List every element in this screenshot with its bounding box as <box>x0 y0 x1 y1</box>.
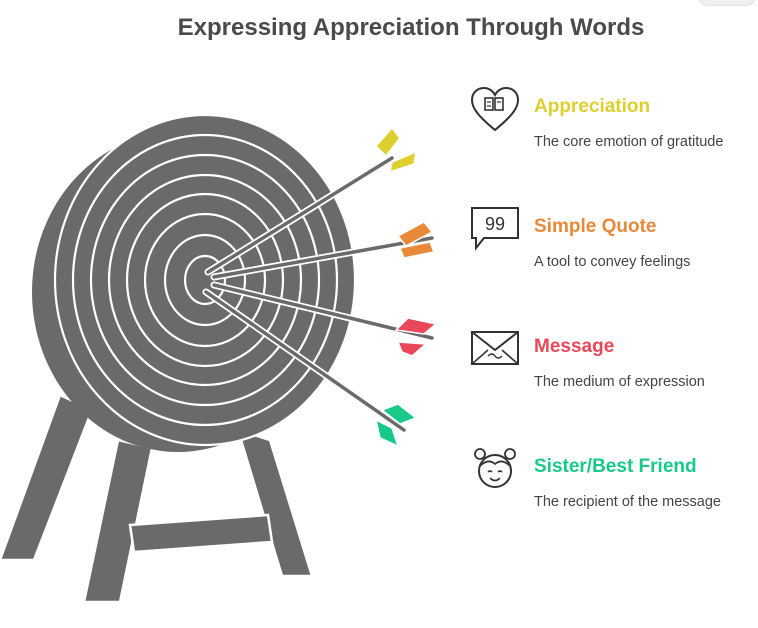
item-label: Appreciation <box>534 96 651 117</box>
ring-3 <box>107 173 303 387</box>
arrow-message <box>210 281 438 357</box>
diagram-title: Expressing Appreciation Through Words <box>177 14 645 41</box>
item-label: Message <box>534 336 615 357</box>
girl-face-icon <box>474 448 516 488</box>
stand-crossbar <box>128 513 274 554</box>
item-message: Message The medium of expression <box>468 326 758 406</box>
item-simple-quote: 99 Simple Quote A tool to convey feeling… <box>468 206 758 286</box>
heart-book-icon <box>470 86 520 132</box>
arrow-sister-best-friend <box>202 288 418 448</box>
item-label: Sister/Best Friend <box>534 456 697 477</box>
arrow-appreciation <box>204 126 417 276</box>
target-stand <box>0 393 314 604</box>
item-description: The medium of expression <box>534 374 705 390</box>
envelope-icon <box>471 331 519 365</box>
item-appreciation: Appreciation The core emotion of gratitu… <box>468 86 758 166</box>
stand-front-leg <box>82 438 154 604</box>
ring-2 <box>89 153 321 407</box>
item-label: Simple Quote <box>534 216 657 237</box>
target-board <box>32 113 357 452</box>
ring-5 <box>143 212 267 348</box>
ring-4 <box>125 192 285 368</box>
quote-bubble-icon: 99 <box>471 207 519 251</box>
item-description: The recipient of the message <box>534 494 721 510</box>
svg-text:99: 99 <box>485 214 505 234</box>
ring-1 <box>71 133 339 427</box>
stand-left-leg <box>0 393 94 562</box>
arrow-simple-quote <box>210 221 436 281</box>
stand-right-leg <box>236 428 314 578</box>
target-face <box>53 113 357 447</box>
item-sister-best-friend: Sister/Best Friend The recipient of the … <box>468 446 758 526</box>
item-description: A tool to convey feelings <box>534 254 691 270</box>
ring-bullseye <box>183 254 227 306</box>
ring-6 <box>163 233 247 327</box>
item-description: The core emotion of gratitude <box>534 134 724 150</box>
